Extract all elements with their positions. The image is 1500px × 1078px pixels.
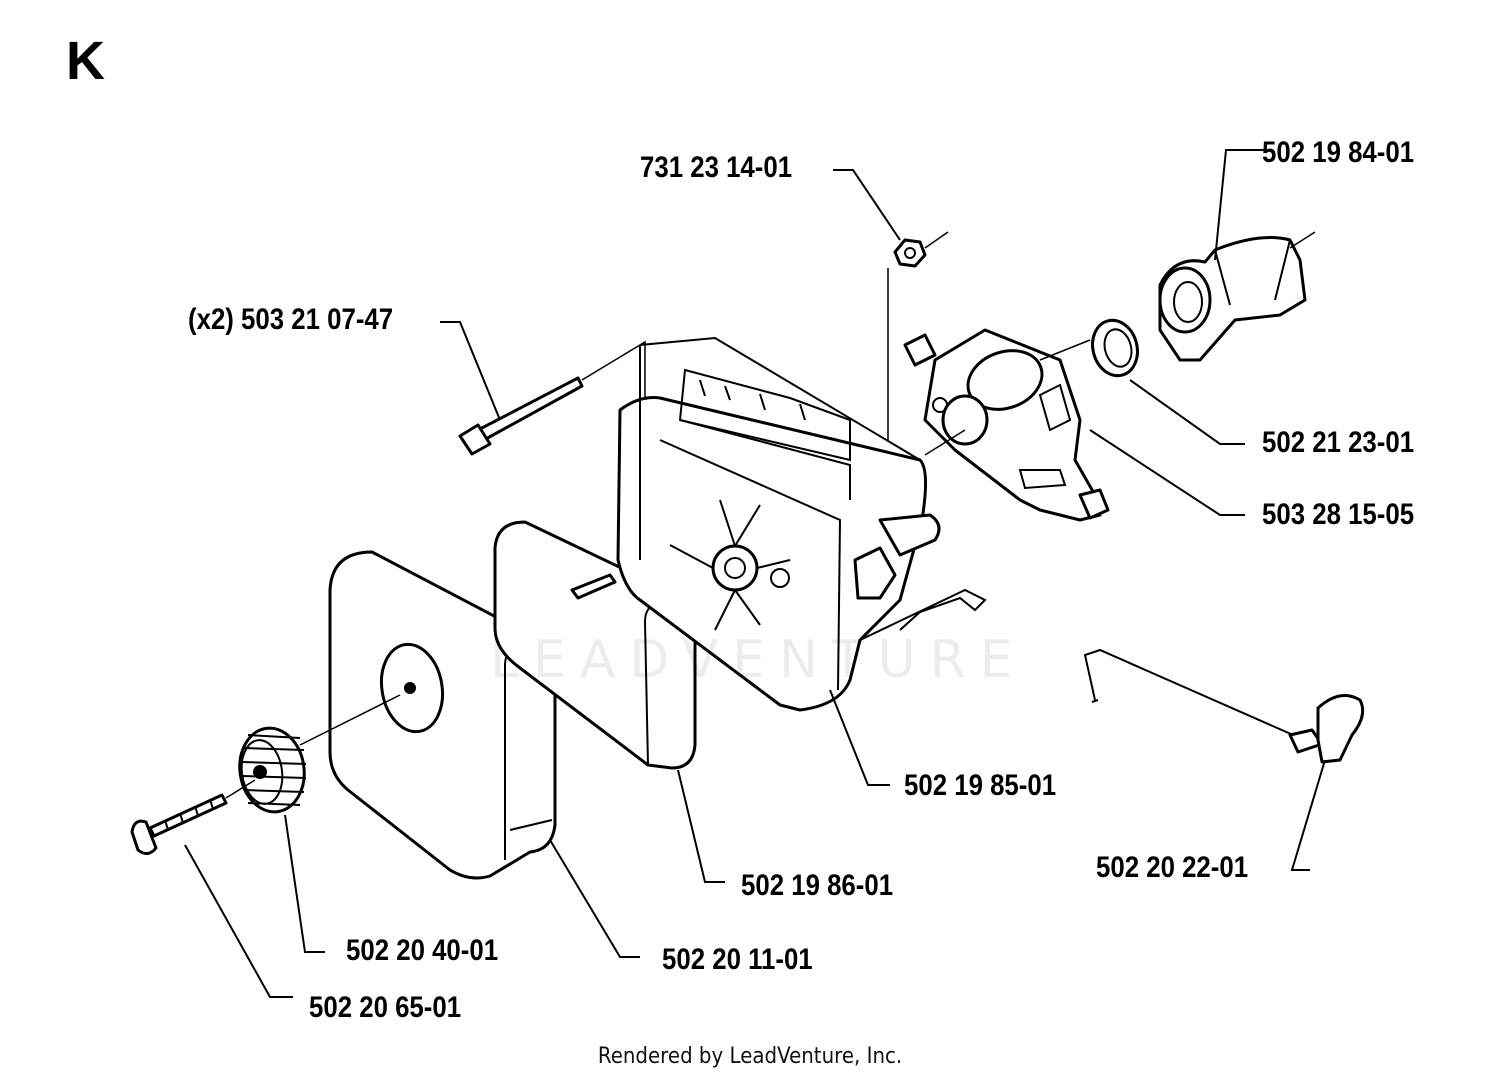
part-label-carburetor-housing[interactable]: 502 19 85-01 — [904, 769, 1057, 802]
part-label-gasket[interactable]: 502 21 23-01 — [1262, 426, 1415, 459]
throttle-rod-drawing — [1083, 648, 1365, 764]
part-label-cover-screw[interactable]: 502 20 65-01 — [309, 991, 462, 1024]
part-label-throttle-rod[interactable]: 502 20 22-01 — [1096, 851, 1249, 884]
footer-credit: Rendered by LeadVenture, Inc. — [597, 1044, 903, 1069]
intake-adapter-drawing — [1158, 231, 1316, 362]
part-label-screw-x2[interactable]: (x2) 503 21 07-47 — [188, 303, 394, 336]
part-label-knob[interactable]: 502 20 40-01 — [346, 934, 499, 967]
part-label-filter-element[interactable]: 502 19 86-01 — [741, 869, 894, 902]
leader-lines — [184, 149, 1326, 998]
nut-drawing — [887, 231, 949, 440]
part-label-intake-adapter[interactable]: 502 19 84-01 — [1262, 136, 1415, 169]
section-letter: K — [66, 31, 105, 91]
carburetor-housing-drawing — [616, 336, 987, 712]
part-label-filter-cover[interactable]: 502 20 11-01 — [662, 943, 813, 976]
gasket-drawing — [1091, 318, 1139, 378]
part-label-nut[interactable]: 731 23 14-01 — [640, 151, 793, 184]
screw-x2-drawing — [458, 340, 646, 456]
watermark: LEADVENTURE — [490, 630, 1027, 690]
knob-drawing — [238, 694, 401, 814]
cover-screw-drawing — [130, 779, 256, 855]
part-label-carburetor[interactable]: 503 28 15-05 — [1262, 498, 1415, 531]
carburetor-drawing — [903, 328, 1110, 522]
